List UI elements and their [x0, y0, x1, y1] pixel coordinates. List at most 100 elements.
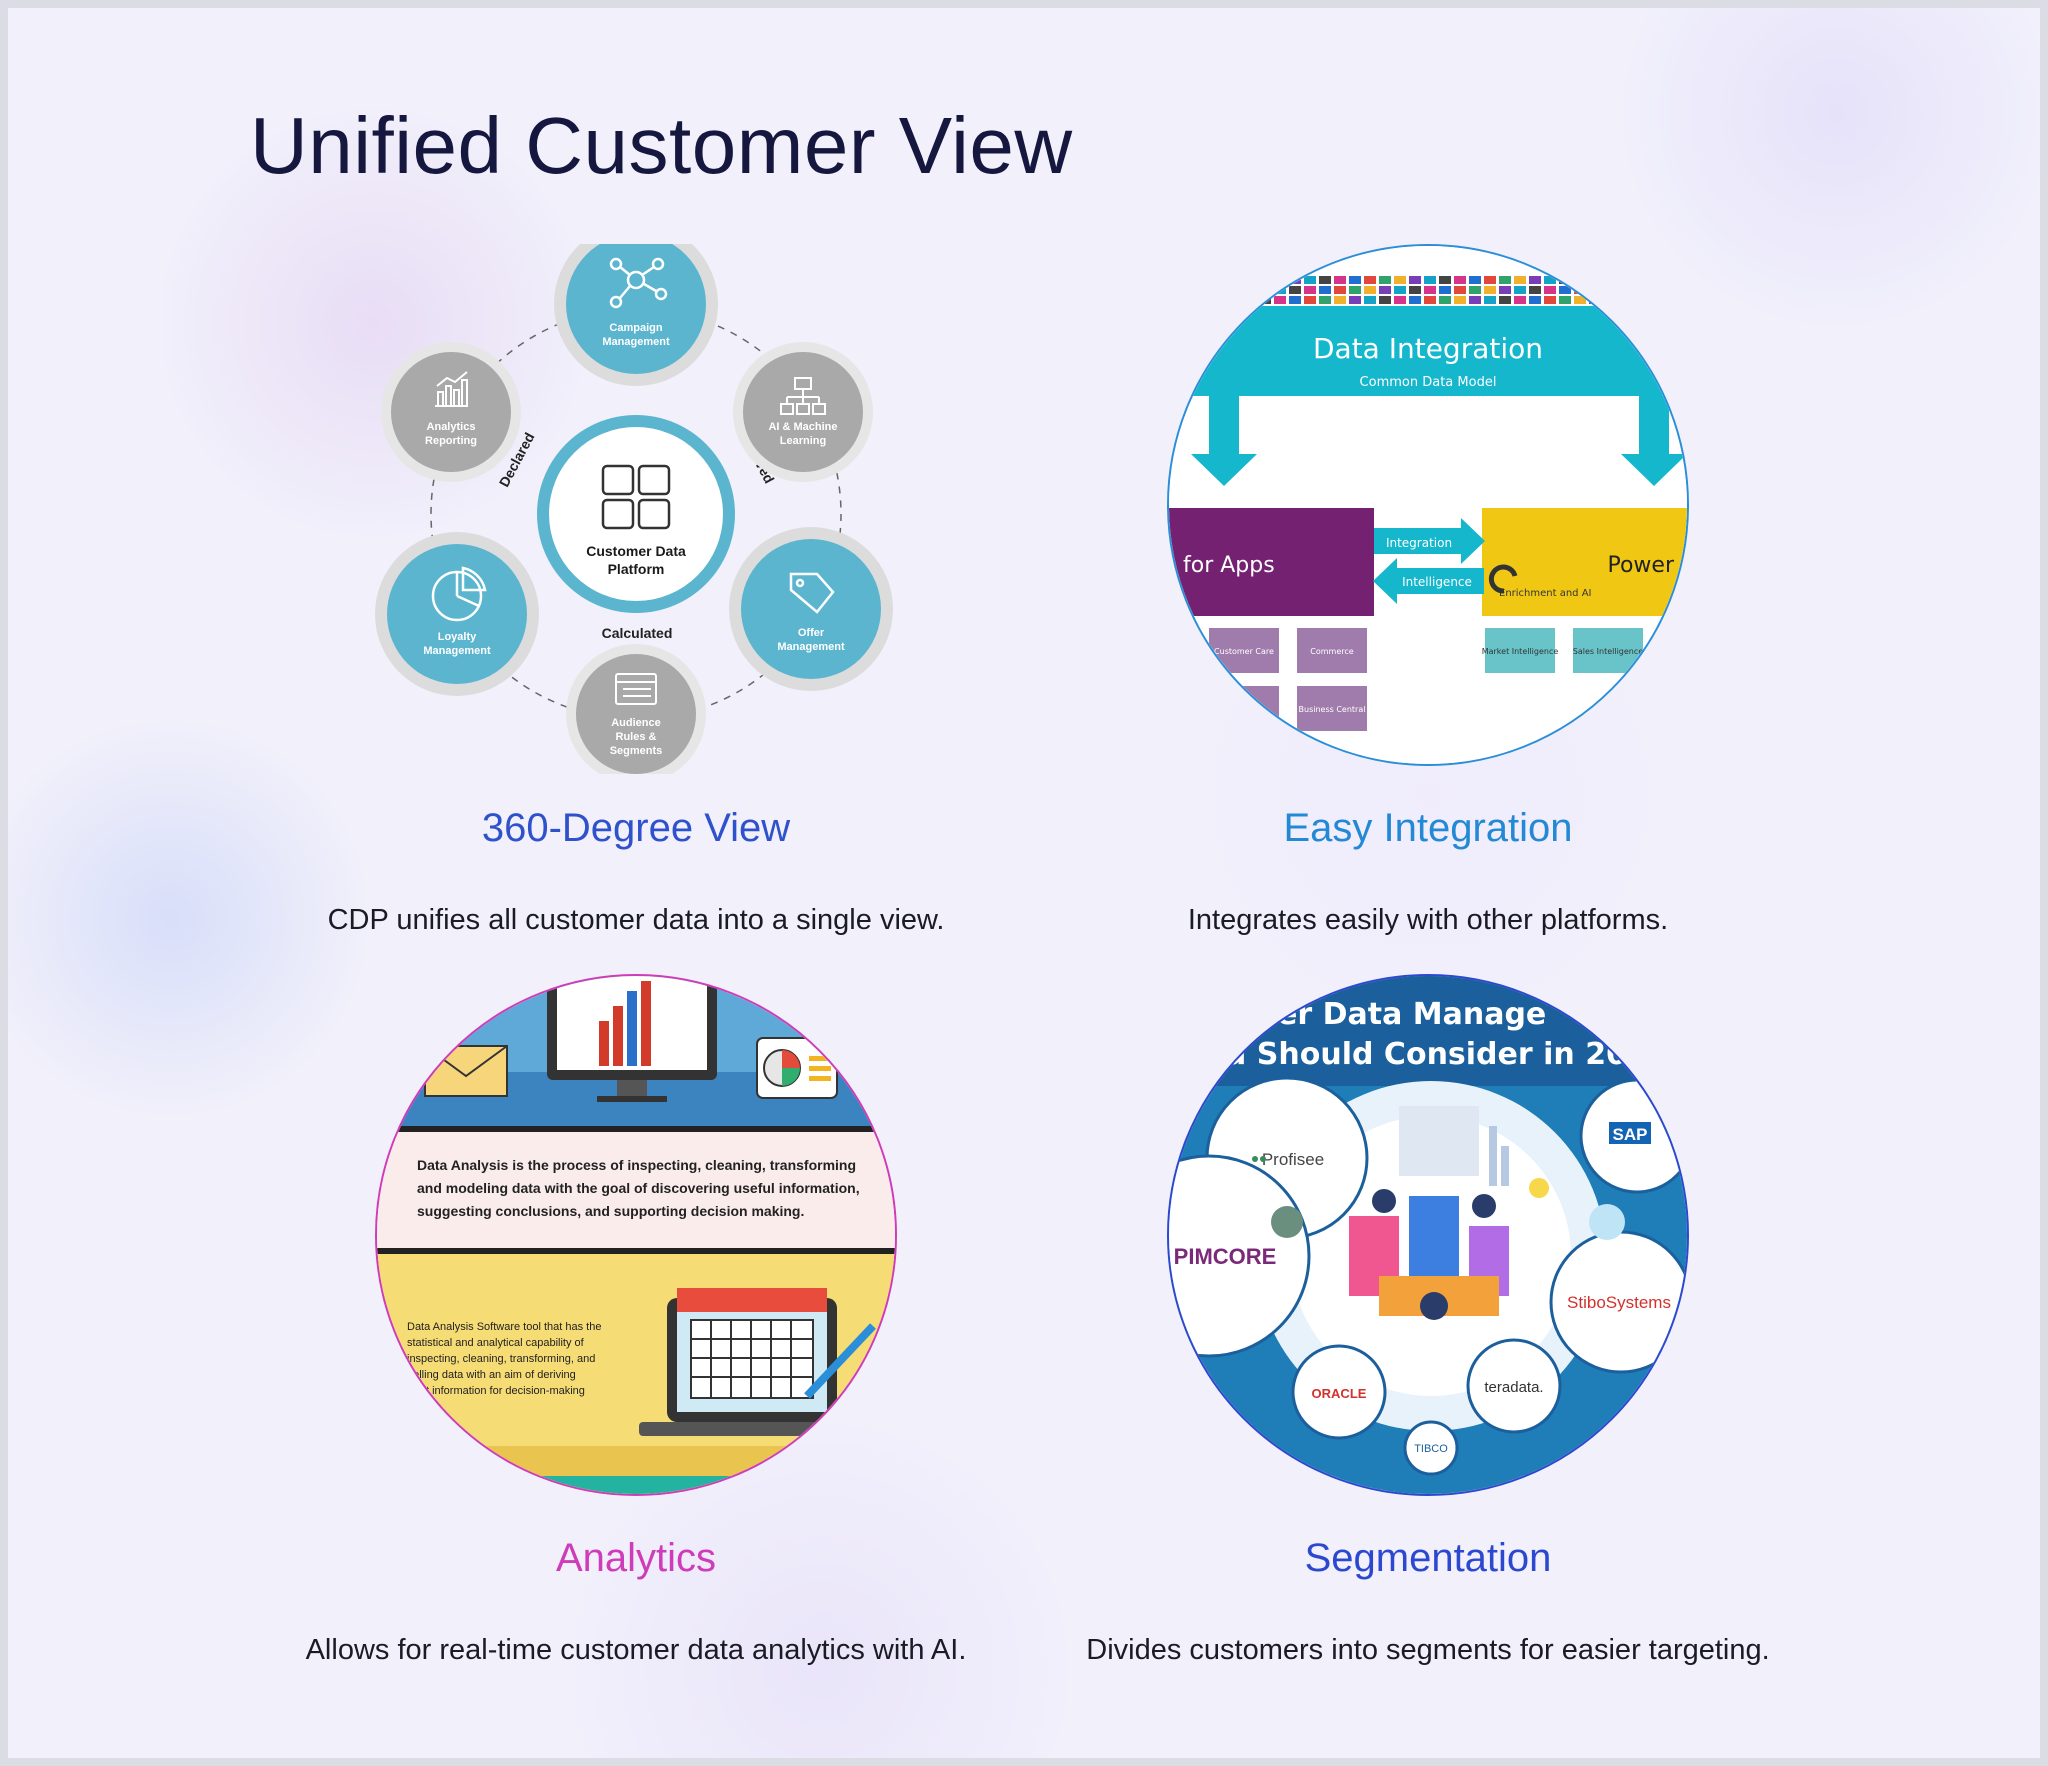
- svg-text:delling data with an aim of de: delling data with an aim of deriving: [407, 1369, 576, 1381]
- app-tile: [1259, 296, 1271, 304]
- app-tile: [1559, 276, 1571, 284]
- app-tile: [1409, 276, 1421, 284]
- app-tile: [1349, 276, 1361, 284]
- svg-text:Sales Intelligence: Sales Intelligence: [1573, 647, 1643, 656]
- app-tile: [1379, 296, 1391, 304]
- app-tile: [1409, 286, 1421, 294]
- app-tile: [1244, 276, 1256, 284]
- app-tile: [1409, 296, 1421, 304]
- refresh-icon: [1488, 564, 1518, 594]
- node-ai: AI & Machine Learning: [733, 342, 873, 482]
- svg-text:statistical and analytical cap: statistical and analytical capability of: [407, 1337, 585, 1349]
- list-icon: [615, 673, 657, 705]
- app-tile: [1574, 296, 1586, 304]
- svg-text:Audience: Audience: [611, 717, 661, 729]
- laptop-calendar-icon: [639, 1288, 876, 1436]
- integration-diagram-svg: Data Integration Common Data Model for A…: [1169, 246, 1687, 764]
- app-tile: [1544, 276, 1556, 284]
- svg-text:ORACLE: ORACLE: [1312, 1386, 1367, 1401]
- app-tile: [1334, 286, 1346, 294]
- app-tile: [1454, 296, 1466, 304]
- svg-text:PIMCORE: PIMCORE: [1174, 1244, 1277, 1269]
- app-tile: [1244, 296, 1256, 304]
- app-tile: [1274, 286, 1286, 294]
- data-integration-banner: [1169, 306, 1687, 396]
- app-tile: [1304, 296, 1316, 304]
- node-campaign: Campaign Management: [554, 222, 718, 386]
- node-audience: Audience Rules & Segments: [566, 644, 706, 784]
- app-tile: [1484, 276, 1496, 284]
- svg-text:Enrichment and AI: Enrichment and AI: [1499, 588, 1592, 599]
- left-arrow: [1373, 558, 1397, 604]
- svg-text:u Should Consider in 20: u Should Consider in 20: [1225, 1037, 1627, 1072]
- analytics-image: Data Analysis is the process of inspecti…: [375, 974, 897, 1496]
- app-tile: [1454, 286, 1466, 294]
- app-tile: [1484, 286, 1496, 294]
- app-tile: [1514, 286, 1526, 294]
- app-tile: [1229, 286, 1241, 294]
- logo-teradata: teradata.: [1466, 1338, 1562, 1434]
- app-tile: [1229, 296, 1241, 304]
- envelope-icon: [424, 1045, 508, 1097]
- center-disc: [549, 427, 723, 601]
- app-tile: [1364, 296, 1376, 304]
- app-tile: [1529, 296, 1541, 304]
- app-tile: [1604, 286, 1616, 294]
- svg-text:Reporting: Reporting: [425, 435, 477, 447]
- tag-icon: [789, 572, 835, 614]
- decor-dot: [1529, 1178, 1549, 1198]
- app-tile: [1529, 276, 1541, 284]
- card-easy-integration: Data Integration Common Data Model for A…: [1028, 244, 1828, 936]
- app-tile: [1529, 286, 1541, 294]
- card-heading-360: 360-Degree View: [481, 806, 791, 850]
- app-tile: [1469, 286, 1481, 294]
- app-tile: [1499, 286, 1511, 294]
- network-icon: [609, 257, 668, 309]
- svg-text:Offer: Offer: [798, 627, 825, 639]
- logo-stibo: StiboSystems: [1549, 1230, 1687, 1374]
- svg-text:Analytics: Analytics: [427, 421, 476, 433]
- app-tile: [1229, 276, 1241, 284]
- app-tile: [1604, 276, 1616, 284]
- svg-text:rtant information for decision: rtant information for decision-making: [407, 1385, 585, 1397]
- card-segmentation: er Data Manage u Should Consider in 20: [1028, 974, 1828, 1666]
- svg-text:Business Central: Business Central: [1299, 705, 1366, 714]
- svg-text:and modeling data with the goa: and modeling data with the goal of disco…: [417, 1180, 860, 1196]
- card-description-segmentation: Divides customers into segments for easi…: [1086, 1634, 1770, 1666]
- pie-card-icon: [756, 1037, 838, 1099]
- page-background: Unified Customer View Customer Data Plat…: [8, 8, 2040, 1758]
- svg-text:for Apps: for Apps: [1183, 553, 1275, 578]
- app-tile: [1349, 296, 1361, 304]
- app-tile: [1319, 276, 1331, 284]
- app-tile: [1439, 276, 1451, 284]
- svg-text:Market Intelligence: Market Intelligence: [1482, 647, 1559, 656]
- segmentation-illustration-svg: er Data Manage u Should Consider in 20: [1169, 976, 1687, 1494]
- app-tile: [1364, 276, 1376, 284]
- app-tile: [1244, 286, 1256, 294]
- svg-text:Common Data Model: Common Data Model: [1360, 375, 1497, 390]
- node-loyalty: Loyalty Management: [375, 532, 539, 696]
- team-illustration: [1349, 1106, 1509, 1320]
- app-tile: [1379, 286, 1391, 294]
- app-tile: [1289, 296, 1301, 304]
- svg-text:Commerce: Commerce: [1310, 647, 1354, 656]
- svg-text:Power: Power: [1607, 553, 1674, 578]
- card-analytics: Data Analysis is the process of inspecti…: [236, 974, 1036, 1666]
- power-box: [1482, 508, 1687, 616]
- app-tile: [1349, 286, 1361, 294]
- app-tile: [1394, 296, 1406, 304]
- logo-pimcore: PIMCORE: [1169, 1154, 1311, 1358]
- card-description-analytics: Allows for real-time customer data analy…: [305, 1634, 967, 1666]
- app-tile: [1289, 276, 1301, 284]
- pie-chart-icon: [431, 566, 487, 622]
- app-tile: [1379, 276, 1391, 284]
- svg-text:Profisee: Profisee: [1262, 1150, 1324, 1169]
- app-tile: [1334, 296, 1346, 304]
- svg-text:Data Analysis is the process o: Data Analysis is the process of inspecti…: [417, 1157, 856, 1173]
- app-tile: [1424, 286, 1436, 294]
- app-tile: [1424, 276, 1436, 284]
- card-360-view: Customer Data Platform Declared Observed…: [236, 222, 1036, 936]
- logo-tibco: TIBCO: [1403, 1420, 1459, 1476]
- app-tile: [1514, 276, 1526, 284]
- app-tile: [1499, 276, 1511, 284]
